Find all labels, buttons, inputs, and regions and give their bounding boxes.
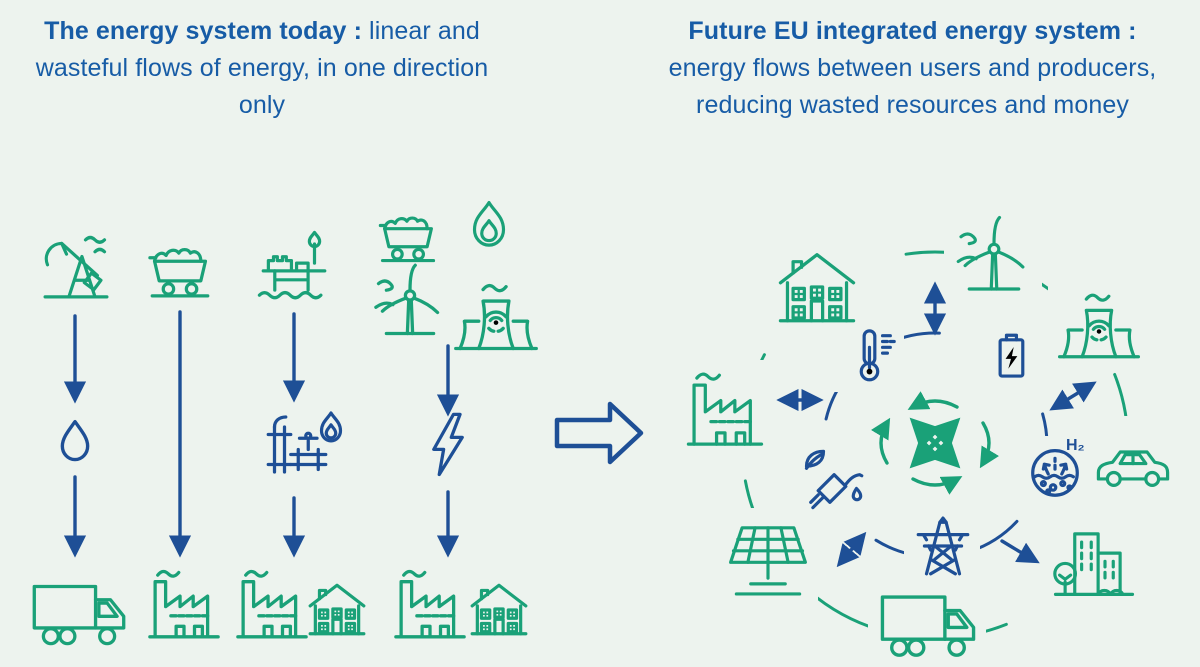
house-icon — [470, 583, 528, 636]
left-flow-arrows — [63, 310, 460, 558]
factory-icon — [148, 569, 220, 639]
oil-pumpjack-icon — [43, 235, 109, 299]
offshore-platform-icon — [257, 230, 327, 300]
exchange-connector-arrows — [776, 281, 1097, 568]
coal-cart-icon — [378, 216, 436, 263]
ring-icon-masks — [674, 208, 1178, 666]
factory-icon — [394, 569, 466, 639]
left-title-rest: linear and wasteful flows of energy, in … — [35, 17, 489, 119]
exchange-arrow-bottom-right — [1000, 539, 1040, 564]
factory-icon — [236, 569, 308, 639]
left-title-bold: The energy system today : — [44, 17, 363, 45]
rotation-arrows — [870, 391, 1000, 495]
right-title-rest: energy flows between users and producers… — [668, 54, 1157, 119]
center-exchange-icon — [870, 391, 1000, 495]
left-panel-title: The energy system today : linear and was… — [22, 13, 502, 124]
hydrogen-label: H₂ — [1066, 437, 1085, 454]
right-panel-title: Future EU integrated energy system : ene… — [650, 13, 1175, 124]
gas-valve-icon — [266, 415, 328, 474]
cross-arrow-2 — [909, 417, 961, 469]
transition-arrow — [554, 401, 644, 465]
left-destination-icons — [32, 569, 528, 646]
gas-flame-icon — [319, 411, 343, 443]
left-source-icons — [43, 200, 538, 351]
truck-icon — [32, 584, 126, 646]
wind-turbine-icon — [374, 263, 440, 336]
nuclear-plant-icon — [454, 283, 538, 351]
exchange-arrow-right — [1049, 381, 1097, 411]
flame-icon — [472, 200, 506, 247]
house-icon — [308, 583, 366, 636]
left-carrier-icons — [60, 411, 464, 477]
exchange-arrow-bottom-left — [836, 531, 867, 568]
electricity-bolt-icon — [432, 412, 464, 477]
coal-cart-icon — [148, 248, 210, 298]
right-title-bold: Future EU integrated energy system : — [688, 17, 1137, 45]
oil-drop-icon — [60, 419, 90, 462]
